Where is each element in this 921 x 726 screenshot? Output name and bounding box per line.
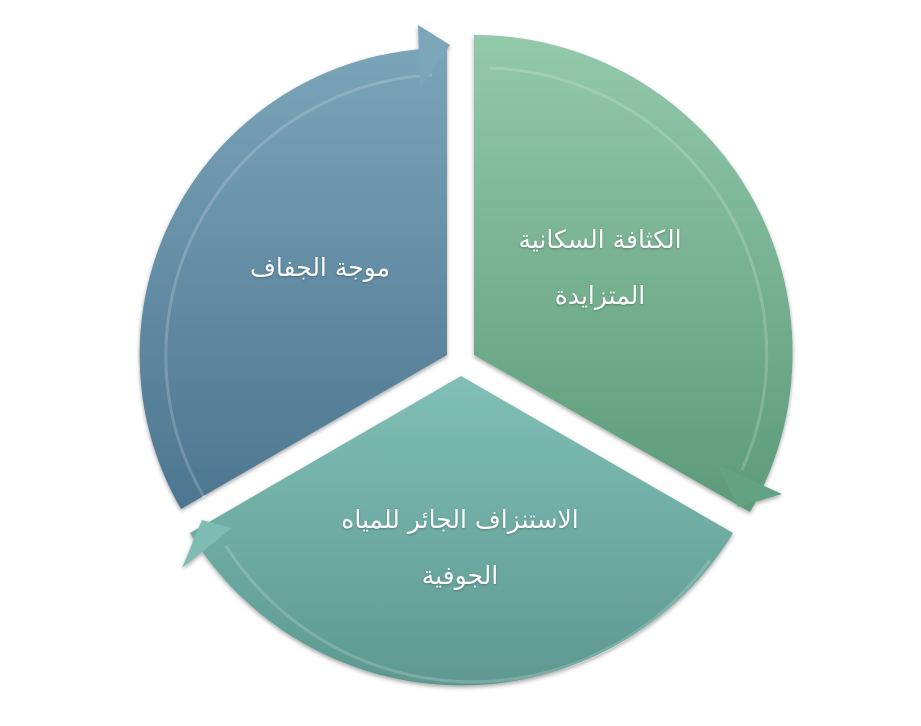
- arrow-head-density: [718, 465, 782, 507]
- segment-density-shape: [474, 34, 793, 513]
- segment-density-inner-arc: [489, 66, 769, 471]
- segment-density: [474, 34, 793, 513]
- segment-drought-inner-arc: [164, 73, 433, 498]
- segment-depletion-inner-arc: [224, 545, 712, 684]
- segment-depletion-label-line-1: الاستنزاف الجائر للمياه: [341, 505, 579, 534]
- segment-density-label: الكثافة السكانية المتزايدة: [480, 212, 720, 324]
- segment-depletion-shape: [190, 376, 733, 686]
- segment-depletion-label-line-2: الجوفية: [421, 561, 499, 590]
- segment-drought-shape: [139, 47, 447, 510]
- segment-drought: [139, 25, 450, 510]
- segment-drought-label-line-1: موجة الجفاف: [250, 253, 390, 282]
- segment-drought-label: موجة الجفاف: [200, 240, 440, 296]
- segment-density-label-line-1: الكثافة السكانية: [518, 225, 682, 254]
- segment-depletion-label: الاستنزاف الجائر للمياه الجوفية: [300, 492, 620, 604]
- segment-density-label-line-2: المتزايدة: [554, 281, 646, 310]
- arrow-head-depletion: [182, 520, 232, 568]
- arrow-head-drought: [418, 25, 450, 88]
- segment-depletion: [182, 376, 733, 686]
